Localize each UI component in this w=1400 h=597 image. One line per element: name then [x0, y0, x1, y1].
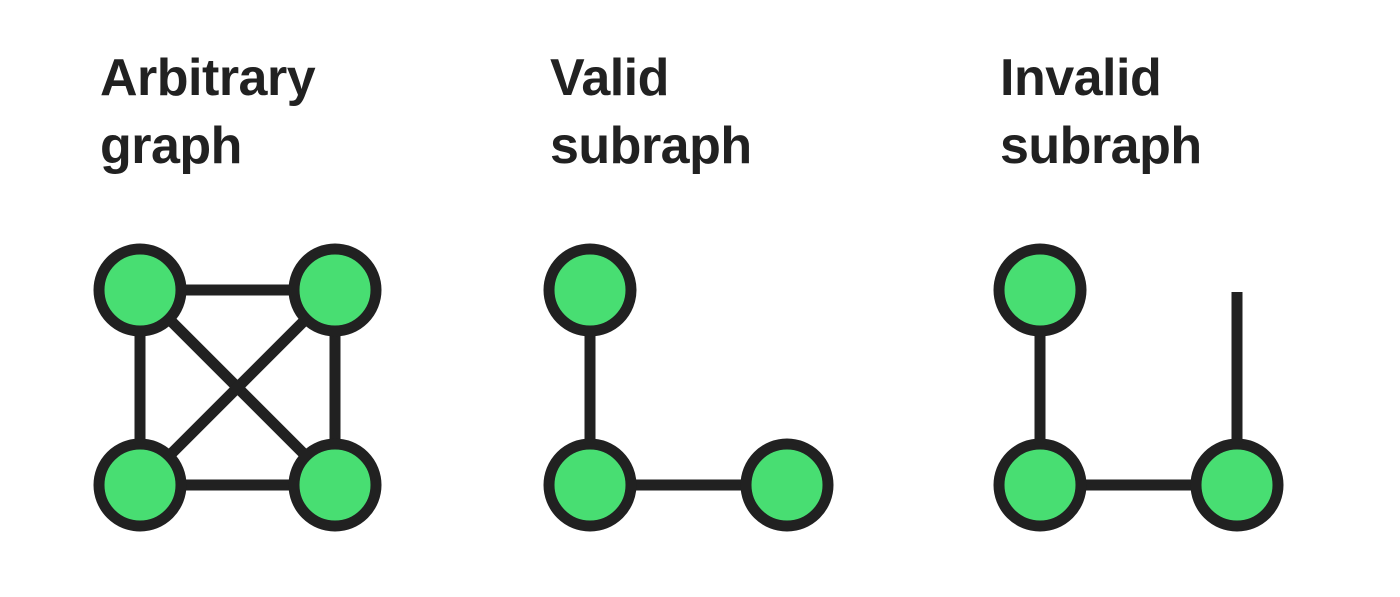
node-group-valid — [543, 243, 834, 532]
node-top-right[interactable] — [288, 243, 382, 337]
node-bottom-left[interactable] — [93, 438, 187, 532]
node-bottom-left[interactable] — [993, 438, 1087, 532]
node-bottom-right[interactable] — [1190, 438, 1284, 532]
node-group-invalid — [993, 243, 1284, 532]
node-bottom-left[interactable] — [543, 438, 637, 532]
panel-title-invalid-subraph: Invalid subraph — [1000, 49, 1202, 175]
panel-arbitrary-graph: Arbitrary graph — [0, 0, 480, 597]
node-bottom-right[interactable] — [288, 438, 382, 532]
panel-invalid-subraph: Invalid subraph — [900, 0, 1400, 597]
node-top-left[interactable] — [93, 243, 187, 337]
panel-title-arbitrary-graph: Arbitrary graph — [100, 49, 316, 175]
graph-invalid — [993, 243, 1284, 532]
panel-valid-subraph: Valid subraph — [450, 0, 930, 597]
graph-valid — [543, 243, 834, 532]
node-group-arbitrary — [93, 243, 382, 532]
node-top-left[interactable] — [993, 243, 1087, 337]
panel-title-valid-subraph: Valid subraph — [550, 49, 752, 175]
node-bottom-right[interactable] — [740, 438, 834, 532]
node-top-left[interactable] — [543, 243, 637, 337]
graph-arbitrary — [93, 243, 382, 532]
